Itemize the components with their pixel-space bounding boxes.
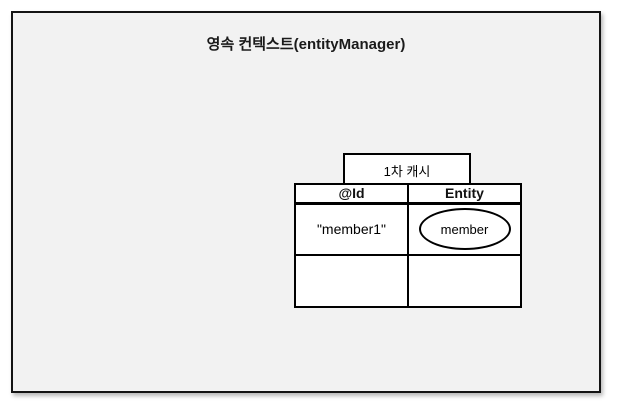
id-cell-empty bbox=[294, 254, 409, 308]
entity-ellipse: member bbox=[418, 208, 511, 251]
cache-table-row-1: "member1" member bbox=[294, 202, 522, 256]
entity-label: member bbox=[440, 221, 489, 237]
first-level-cache-table: @Id Entity "member1" member bbox=[294, 183, 522, 308]
id-cell: "member1" bbox=[294, 202, 409, 256]
persistence-context-box: 영속 컨텍스트(entityManager) 1차 캐시 @Id Entity … bbox=[11, 11, 601, 393]
cache-table-row-2 bbox=[294, 254, 522, 308]
column-header-entity: Entity bbox=[407, 183, 522, 205]
entity-cell-empty bbox=[407, 254, 522, 308]
first-level-cache-tab: 1차 캐시 bbox=[343, 153, 471, 185]
column-header-id: @Id bbox=[294, 183, 409, 205]
cache-table-header-row: @Id Entity bbox=[294, 183, 522, 205]
persistence-context-title: 영속 컨텍스트(entityManager) bbox=[206, 36, 406, 53]
entity-cell: member bbox=[407, 202, 522, 256]
first-level-cache-label: 1차 캐시 bbox=[383, 163, 431, 179]
